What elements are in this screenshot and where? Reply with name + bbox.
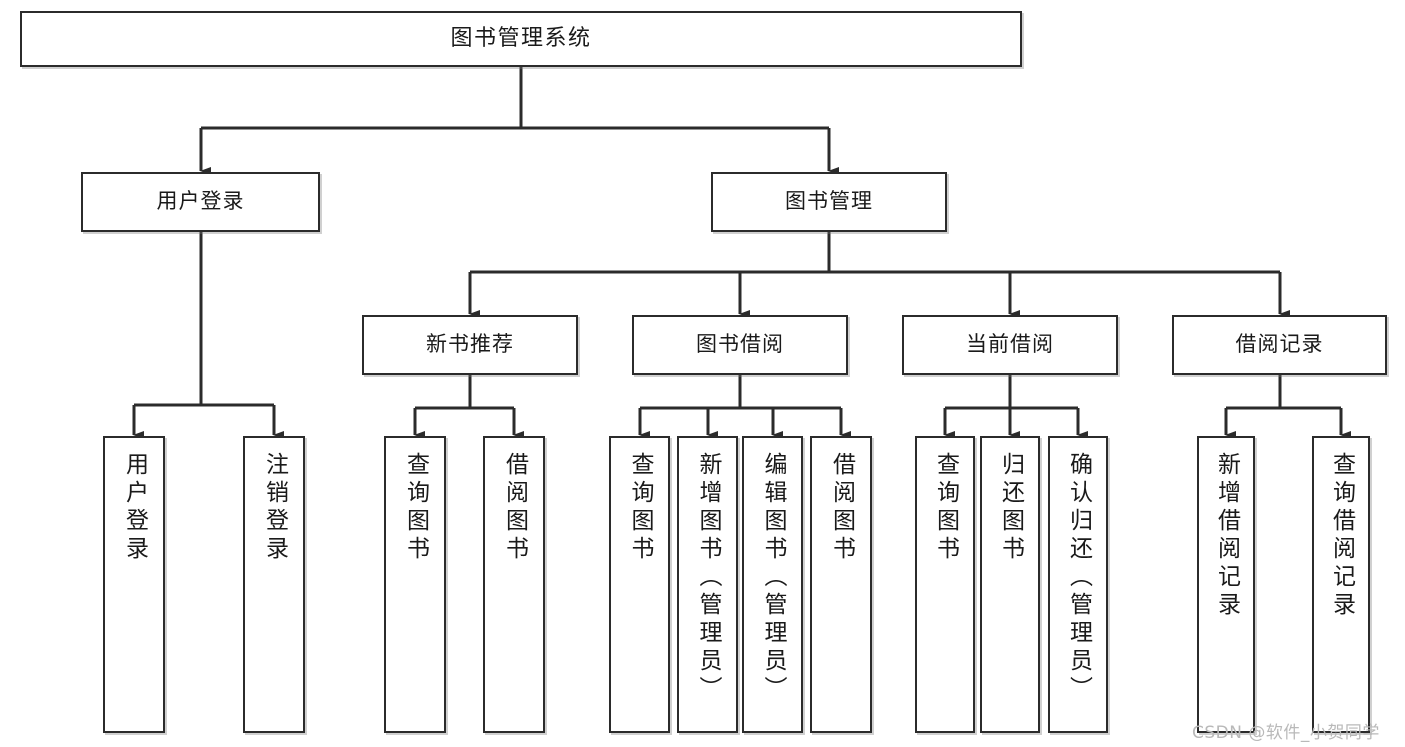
node-leaf-edit-book-admin[interactable]: 编辑图书（管理员） — [742, 436, 803, 733]
node-label-leaf-user-logout: 注销登录 — [261, 452, 288, 564]
node-label-root: 图书管理系统 — [450, 25, 592, 51]
node-label-book-manage: 图书管理 — [785, 189, 873, 214]
node-label-leaf-borrow-book: 借阅图书 — [828, 452, 855, 564]
node-book-borrow[interactable]: 图书借阅 — [632, 315, 848, 375]
node-leaf-add-book-admin[interactable]: 新增图书（管理员） — [677, 436, 738, 733]
node-label-leaf-add-book-admin: 新增图书（管理员） — [695, 452, 721, 704]
node-leaf-borrow-book-rec[interactable]: 借阅图书 — [483, 436, 545, 733]
node-user-login[interactable]: 用户登录 — [81, 172, 320, 232]
csdn-watermark: CSDN @软件_小贺同学 — [1192, 723, 1380, 743]
node-label-new-book-rec: 新书推荐 — [426, 332, 514, 357]
node-label-user-login: 用户登录 — [156, 189, 245, 214]
node-leaf-confirm-return-admin[interactable]: 确认归还（管理员） — [1048, 436, 1108, 733]
node-root[interactable]: 图书管理系统 — [20, 11, 1022, 67]
node-label-leaf-add-borrow-record: 新增借阅记录 — [1213, 452, 1240, 620]
node-label-leaf-query-book-rec: 查询图书 — [402, 452, 429, 564]
node-label-leaf-edit-book-admin: 编辑图书（管理员） — [760, 452, 786, 704]
node-label-leaf-return-book: 归还图书 — [997, 452, 1024, 564]
node-leaf-return-book[interactable]: 归还图书 — [980, 436, 1040, 733]
node-borrow-record[interactable]: 借阅记录 — [1172, 315, 1387, 375]
node-label-leaf-user-login: 用户登录 — [121, 452, 148, 564]
node-leaf-user-logout[interactable]: 注销登录 — [243, 436, 305, 733]
node-book-manage[interactable]: 图书管理 — [711, 172, 947, 232]
node-label-leaf-borrow-book-rec: 借阅图书 — [501, 452, 528, 564]
node-leaf-query-borrow-record[interactable]: 查询借阅记录 — [1312, 436, 1370, 733]
edges — [132, 67, 1351, 439]
node-leaf-query-book-borrow[interactable]: 查询图书 — [609, 436, 670, 733]
node-label-borrow-record: 借阅记录 — [1235, 332, 1324, 357]
node-leaf-add-borrow-record[interactable]: 新增借阅记录 — [1197, 436, 1255, 733]
node-label-leaf-query-borrow-record: 查询借阅记录 — [1328, 452, 1355, 620]
node-label-leaf-query-book-current: 查询图书 — [932, 452, 959, 564]
node-leaf-borrow-book[interactable]: 借阅图书 — [810, 436, 872, 733]
node-leaf-query-book-current[interactable]: 查询图书 — [915, 436, 975, 733]
node-label-current-borrow: 当前借阅 — [966, 332, 1054, 357]
node-current-borrow[interactable]: 当前借阅 — [902, 315, 1118, 375]
node-label-leaf-query-book-borrow: 查询图书 — [627, 452, 653, 564]
node-leaf-user-login[interactable]: 用户登录 — [103, 436, 165, 733]
node-leaf-query-book-rec[interactable]: 查询图书 — [384, 436, 446, 733]
node-label-leaf-confirm-return-admin: 确认归还（管理员） — [1065, 452, 1092, 704]
node-label-book-borrow: 图书借阅 — [696, 332, 784, 357]
node-new-book-rec[interactable]: 新书推荐 — [362, 315, 578, 375]
